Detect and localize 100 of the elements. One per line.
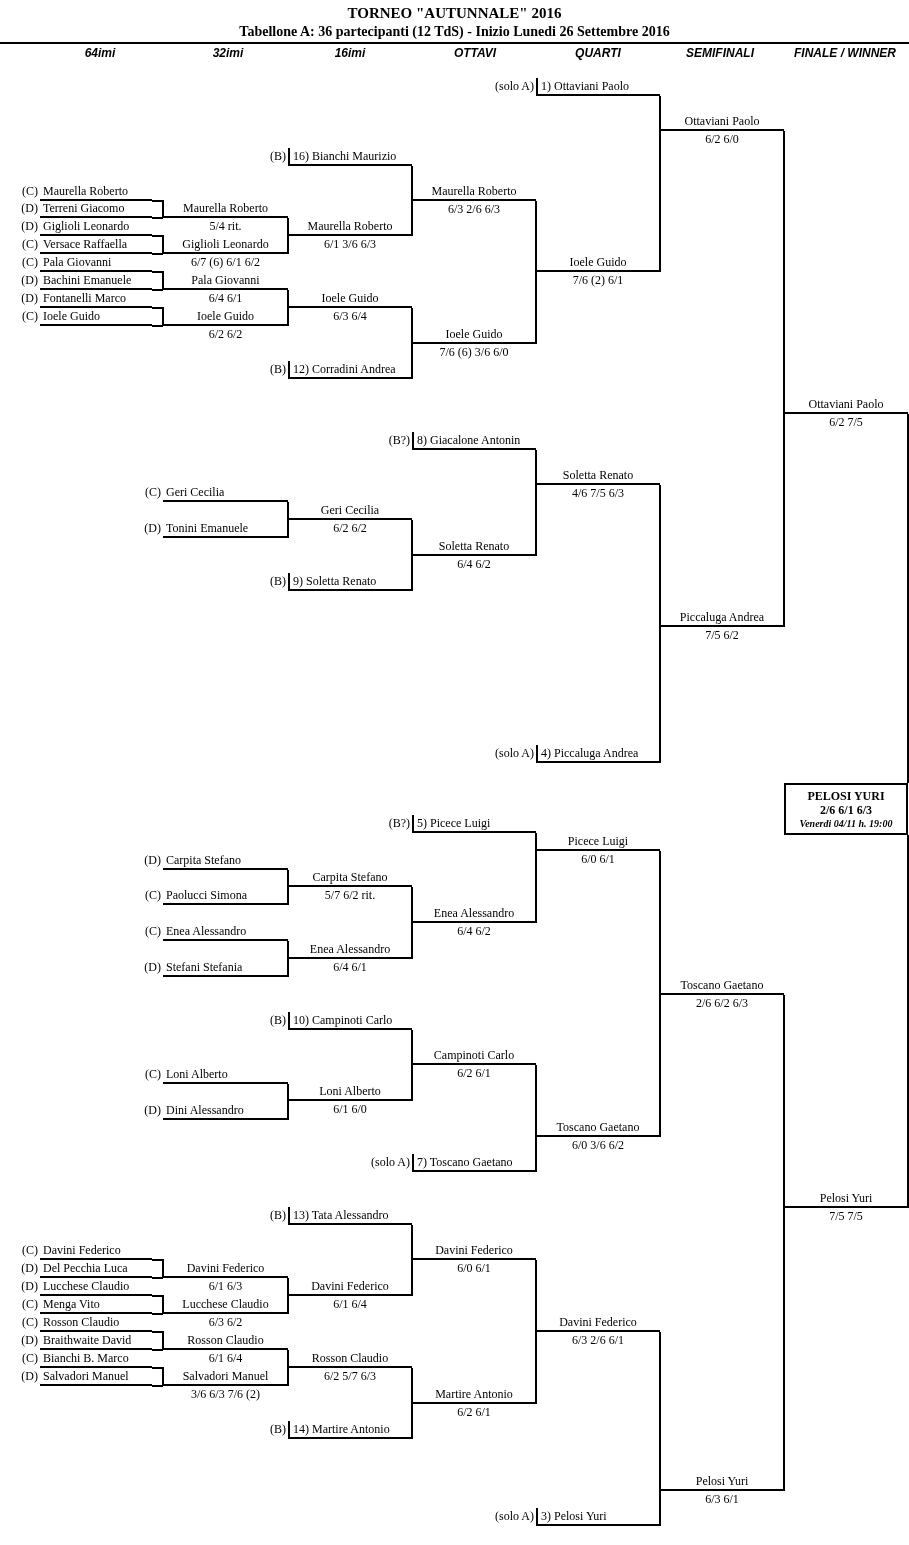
round-header: 32imi xyxy=(211,45,245,61)
bracket-connector xyxy=(659,130,661,273)
bracket-connector xyxy=(151,325,164,327)
player-name: 16) Bianchi Maurizio xyxy=(288,148,412,166)
score-text: 7/6 (6) 3/6 6/0 xyxy=(438,344,510,360)
player-name: Picece Luigi xyxy=(536,833,660,851)
entry-code-label: (solo A) xyxy=(371,1154,410,1170)
bracket-connector xyxy=(287,307,289,327)
player-name: Loni Alberto xyxy=(163,1066,288,1084)
entry-code-label: (D) xyxy=(21,1368,38,1384)
bracket-connector xyxy=(659,484,661,628)
bracket-connector xyxy=(287,1349,289,1369)
bracket-connector xyxy=(411,1224,413,1261)
bracket-connector xyxy=(287,519,289,539)
bracket-connector xyxy=(411,343,413,380)
player-name: Ottaviani Paolo xyxy=(660,113,784,131)
match-date: Venerdi 04/11 h. 19:00 xyxy=(799,816,893,830)
bracket-connector xyxy=(411,307,413,345)
score-text: 2/6 6/2 6/3 xyxy=(695,995,749,1011)
bracket-connector xyxy=(535,1064,537,1138)
player-name: Pelosi Yuri xyxy=(784,1190,908,1208)
bracket-connector xyxy=(659,95,661,132)
score-text: 6/2 6/2 xyxy=(207,326,244,342)
score-text: 6/0 6/1 xyxy=(456,1260,492,1276)
entry-code-label: (C) xyxy=(22,1242,38,1258)
bracket-connector xyxy=(659,850,661,996)
bracket-connector xyxy=(535,1259,537,1333)
score-text: 6/2 6/1 xyxy=(456,1065,492,1081)
score-text: 6/1 3/6 6/3 xyxy=(323,236,377,252)
player-name: Loni Alberto xyxy=(288,1083,412,1101)
player-name: 7) Toscano Gaetano xyxy=(412,1154,536,1172)
entry-code-label: (C) xyxy=(145,1066,161,1082)
entry-code-label: (D) xyxy=(144,959,161,975)
player-name: 14) Martire Antonio xyxy=(288,1421,412,1439)
score-text: 6/3 2/6 6/1 xyxy=(571,1332,625,1348)
bracket-connector xyxy=(535,271,537,345)
bracket-connector xyxy=(151,1331,164,1351)
bracket-connector xyxy=(659,1331,661,1492)
bracket-connector xyxy=(287,940,289,960)
round-header: FINALE / WINNER xyxy=(793,45,897,61)
player-name: Campinoti Carlo xyxy=(412,1047,536,1065)
bracket-connector xyxy=(783,994,785,1209)
score-text: 6/1 6/4 xyxy=(332,1296,368,1312)
player-name: Braithwaite David xyxy=(40,1332,152,1350)
entry-code-label: (C) xyxy=(145,484,161,500)
entry-code-label: (C) xyxy=(145,923,161,939)
bracket-connector xyxy=(287,1100,289,1121)
score-text: 6/2 6/2 xyxy=(332,520,368,536)
score-text: 6/3 2/6 6/3 xyxy=(447,201,501,217)
bracket-connector xyxy=(907,834,909,1209)
player-name: Maurella Roberto xyxy=(163,200,288,218)
player-name: Toscano Gaetano xyxy=(660,977,784,995)
player-name: 4) Piccaluga Andrea xyxy=(536,745,660,763)
bracket-connector xyxy=(151,1349,164,1351)
bracket-connector xyxy=(411,1367,413,1405)
score-text: 6/2 7/5 xyxy=(828,414,864,430)
score-text: 6/7 (6) 6/1 6/2 xyxy=(190,254,261,270)
entry-code-label: (D) xyxy=(144,520,161,536)
score-text: 6/1 6/0 xyxy=(332,1101,368,1117)
entry-code-label: (solo A) xyxy=(495,78,534,94)
entry-code-label: (C) xyxy=(22,1314,38,1330)
bracket-connector xyxy=(287,886,289,906)
bracket-connector xyxy=(151,289,164,291)
player-name: Davini Federico xyxy=(412,1242,536,1260)
bracket-connector xyxy=(535,200,537,273)
tournament-title: TORNEO "AUTUNNALE" 2016 xyxy=(346,4,563,22)
score-text: 7/5 7/5 xyxy=(828,1208,864,1224)
bracket-connector xyxy=(151,1313,164,1315)
bracket-connector xyxy=(151,1259,164,1279)
final-score: 2/6 6/1 6/3 xyxy=(820,802,872,817)
bracket-connector xyxy=(151,253,164,255)
bracket-connector xyxy=(411,1259,413,1297)
score-text: 6/2 6/1 xyxy=(456,1404,492,1420)
bracket-connector xyxy=(411,165,413,202)
player-name: Lucchese Claudio xyxy=(40,1278,152,1296)
bracket-connector xyxy=(287,235,289,255)
score-text: 6/0 3/6 6/2 xyxy=(571,1137,625,1153)
score-text: 6/1 6/3 xyxy=(207,1278,244,1294)
player-name: Maurella Roberto xyxy=(288,218,412,236)
bracket-connector xyxy=(287,217,289,237)
player-name: Rosson Claudio xyxy=(163,1332,288,1350)
score-text: 6/3 6/2 xyxy=(207,1314,244,1330)
bracket-connector xyxy=(783,413,785,628)
player-name: Davini Federico xyxy=(40,1242,152,1260)
player-name: 12) Corradini Andrea xyxy=(288,361,412,379)
winner-box xyxy=(784,783,908,835)
bracket-connector xyxy=(287,958,289,978)
player-name: Versace Raffaella xyxy=(40,236,152,254)
player-name: Carpita Stefano xyxy=(288,869,412,887)
bracket-connector xyxy=(535,1331,537,1405)
player-name: Ioele Guido xyxy=(412,326,536,344)
player-name: Martire Antonio xyxy=(412,1386,536,1404)
bracket-connector xyxy=(411,555,413,592)
bracket-connector xyxy=(411,1064,413,1102)
bracket-connector xyxy=(535,1136,537,1173)
player-name: Geri Cecilia xyxy=(163,484,288,502)
player-name: Paolucci Simona xyxy=(163,887,288,905)
score-text: 6/3 6/4 xyxy=(332,308,368,324)
score-text: 6/2 5/7 6/3 xyxy=(323,1368,377,1384)
player-name: 10) Campinoti Carlo xyxy=(288,1012,412,1030)
